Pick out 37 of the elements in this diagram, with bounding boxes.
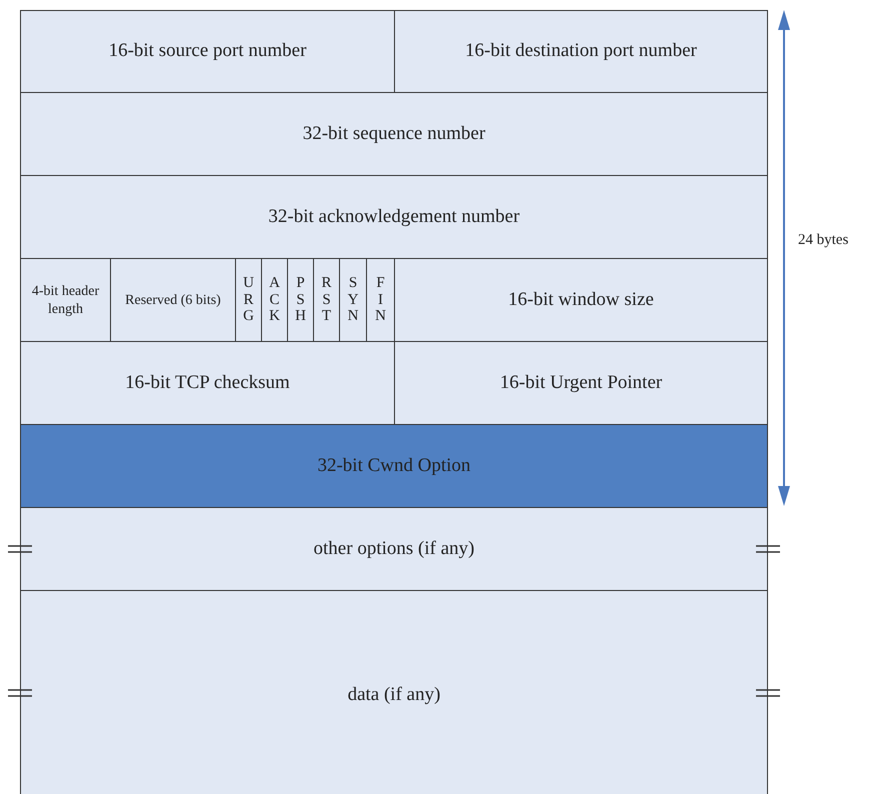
highlighted-field [20,424,768,508]
dimension-label: 24 bytes [798,232,848,249]
flag-label: S Y N [346,275,360,324]
flag-bit-field [366,258,395,342]
field-label: 4-bit header length [32,284,100,317]
field-label: Reserved (6 bits) [125,292,221,308]
field-label: 16-bit window size [508,288,654,310]
flag-bit-field [339,258,367,342]
header-field [110,258,236,342]
header-field [20,10,395,93]
header-field [20,341,395,425]
field-label: data (if any) [348,684,440,705]
flag-label: U R G [242,275,255,324]
flag-label: P S H [294,275,307,324]
field-label: 16-bit TCP checksum [125,372,290,393]
header-field [394,258,768,342]
field-label: other options (if any) [314,538,474,559]
field-label: 32-bit sequence number [302,122,486,144]
flag-label: F I N [374,275,387,324]
field-label: 16-bit source port number [108,40,306,62]
flag-bit-field [287,258,314,342]
header-field [20,175,768,259]
header-field [20,92,768,176]
header-field [20,590,768,794]
flag-bit-field [235,258,262,342]
field-label: 32-bit Cwnd Option [317,454,471,476]
flag-bit-field [313,258,340,342]
header-field [394,10,768,93]
field-label: 16-bit Urgent Pointer [500,372,662,393]
field-label: 32-bit acknowledgement number [268,206,520,227]
flag-label: A C K [268,275,281,324]
flag-label: R S T [320,275,332,324]
header-field [394,341,768,425]
header-field [20,507,768,591]
flag-bit-field [261,258,288,342]
field-label: 16-bit destination port number [465,40,697,62]
header-field [20,258,111,342]
